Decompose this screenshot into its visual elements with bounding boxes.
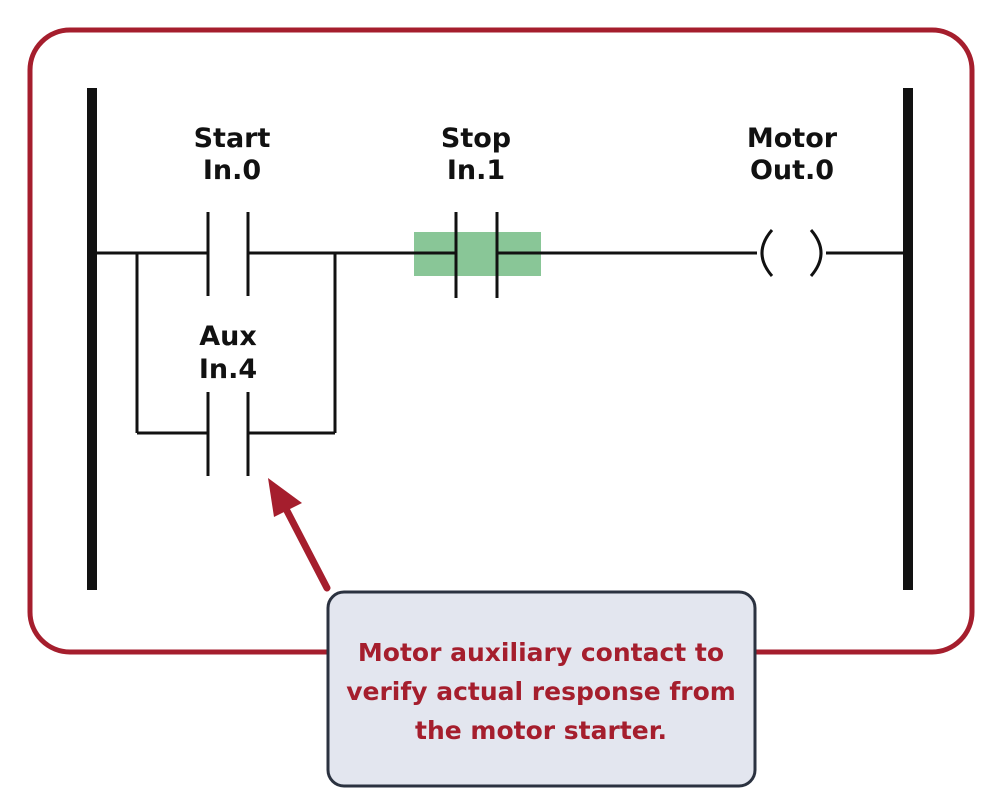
stop-contact-name: Stop <box>441 123 511 154</box>
stop-contact <box>454 212 499 298</box>
start-contact-name: Start <box>194 123 271 154</box>
stop-contact-address: In.1 <box>447 155 505 186</box>
aux-branch <box>135 253 337 435</box>
callout-line-1: Motor auxiliary contact to <box>358 638 724 667</box>
callout-box <box>326 590 757 788</box>
start-contact <box>206 212 250 296</box>
motor-coil-name: Motor <box>747 123 838 154</box>
start-contact-address: In.0 <box>203 155 261 186</box>
aux-contact <box>206 392 250 476</box>
callout-line-3: the motor starter. <box>415 716 667 745</box>
callout-line-2: verify actual response from <box>346 677 736 706</box>
aux-contact-address: In.4 <box>199 354 257 385</box>
motor-coil <box>760 229 823 277</box>
callout-arrow <box>268 478 331 592</box>
aux-contact-name: Aux <box>199 321 257 352</box>
motor-coil-address: Out.0 <box>750 155 834 186</box>
